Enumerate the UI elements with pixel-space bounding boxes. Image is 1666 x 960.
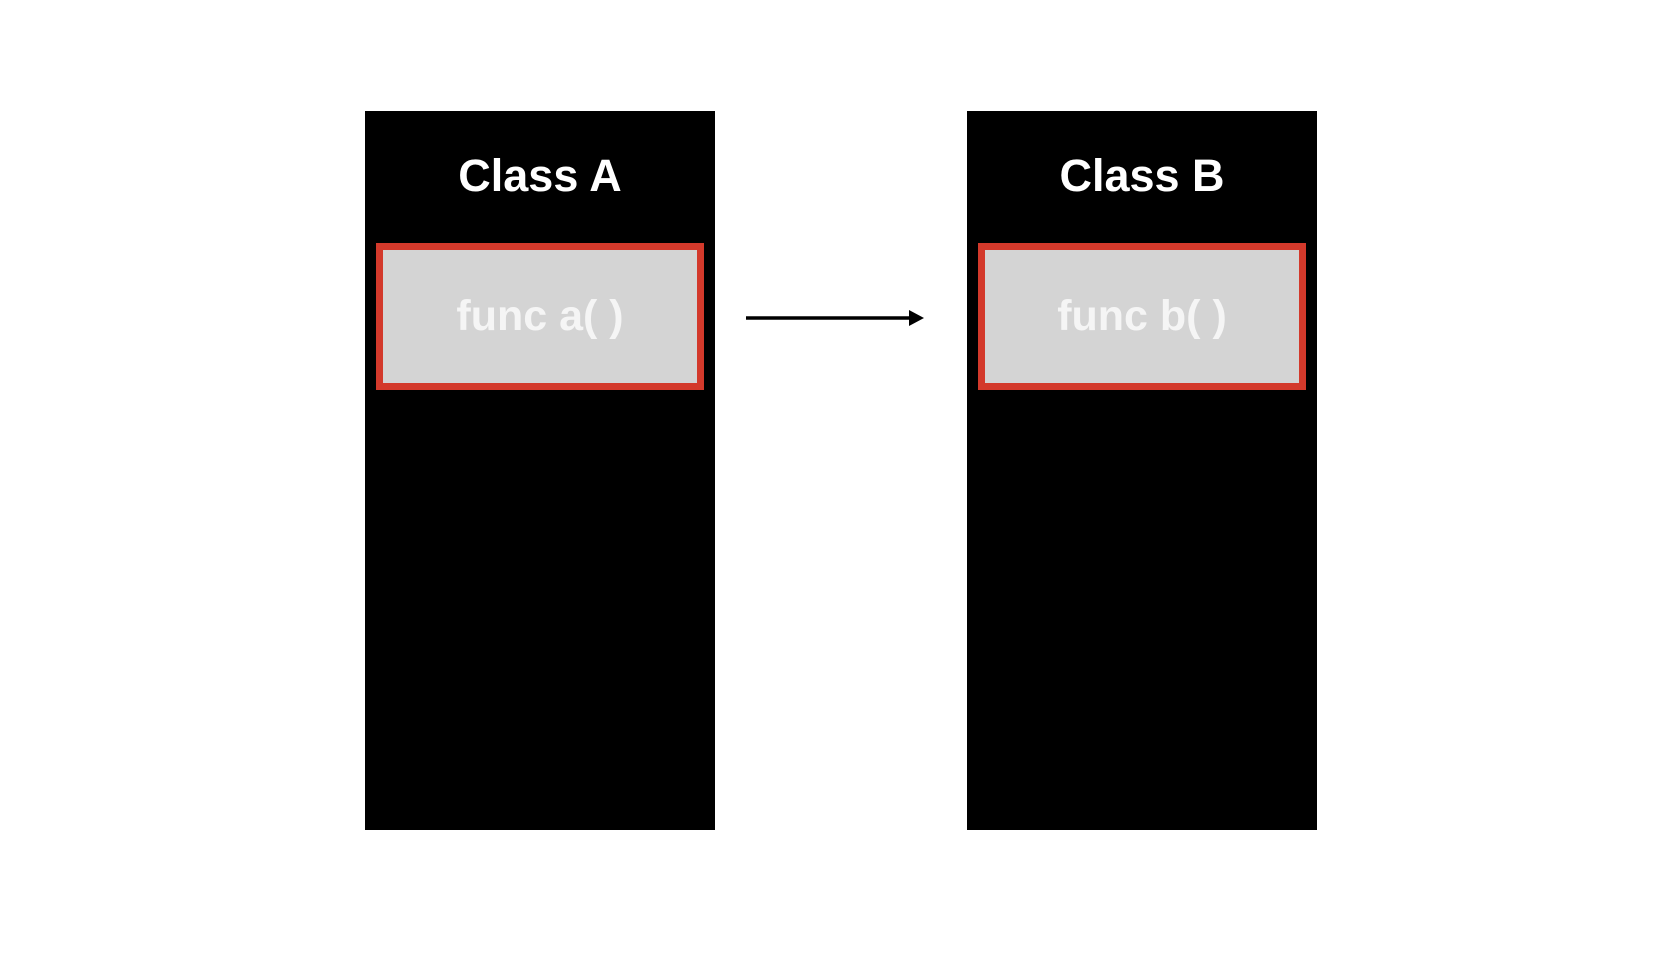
func-b-label: func b( ): [1057, 292, 1227, 340]
func-a-box: func a( ): [376, 243, 704, 390]
class-a-title: Class A: [458, 150, 622, 201]
func-b-box: func b( ): [978, 243, 1306, 390]
class-a-box: Class A func a( ): [365, 111, 715, 830]
arrow: [746, 310, 924, 326]
class-b-box: Class B func b( ): [967, 111, 1317, 830]
func-a-label: func a( ): [456, 292, 624, 340]
class-b-title: Class B: [1059, 150, 1225, 201]
